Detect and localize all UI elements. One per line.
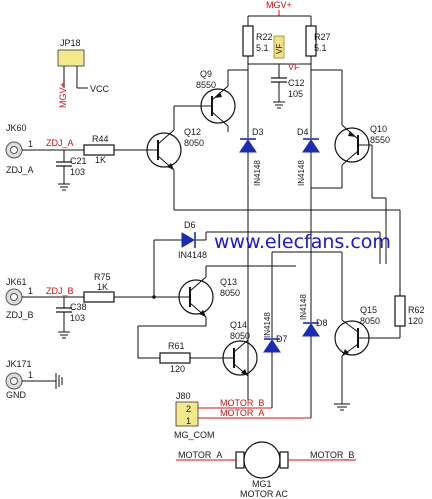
rail-label-mgv: MGV+: [266, 0, 292, 10]
zdj-b-net-label: ZDJ_B: [46, 286, 74, 296]
d3-value: IN4148: [253, 160, 262, 186]
diode-d3: D3 IN4148: [239, 70, 264, 272]
d8-value: IN4148: [299, 294, 308, 320]
jk61-ref: JK61: [6, 277, 27, 287]
j80-pin2: 2: [186, 404, 191, 414]
j80-name: MG_COM: [174, 430, 215, 440]
d7-value: IN4148: [263, 312, 272, 338]
d6-value: IN4148: [178, 250, 207, 260]
q9-ref: Q9: [200, 69, 212, 79]
r62-ref: R62: [408, 305, 425, 315]
r44-ref: R44: [92, 134, 109, 144]
cross-wiring: [174, 188, 401, 400]
motor-ref: MG1: [252, 479, 272, 489]
header-j80: J80 2 1 MG_COM MOTOR_B MOTOR_A: [174, 391, 312, 440]
transistor-q14: Q14 8050: [222, 320, 258, 400]
jk60-net: ZDJ_A: [6, 165, 34, 175]
j80-ref: J80: [176, 391, 191, 401]
jk171-ref: JK171: [6, 359, 32, 369]
r22-ref: R22: [256, 32, 273, 42]
q14-ref: Q14: [230, 320, 247, 330]
c12-ref: C12: [288, 78, 305, 88]
jk60-pin: 1: [28, 139, 33, 149]
transistor-q10: Q10 8550: [311, 69, 390, 198]
c21-ref: C21: [70, 156, 87, 166]
transistor-q13: Q13 8050: [137, 265, 296, 359]
j80-motor-b: MOTOR_B: [220, 398, 264, 408]
vf-net-label: VF: [288, 62, 300, 72]
q15-ref: Q15: [360, 305, 377, 315]
r44-value: 1K: [95, 155, 106, 165]
diode-d4: D4 IN4148: [297, 64, 320, 188]
d8-ref: D8: [316, 318, 328, 328]
c38-value: 103: [70, 313, 85, 323]
transistor-q12: Q12 8050: [146, 120, 204, 210]
resistor-r27: R27 5.1: [305, 25, 331, 57]
r75-ref: R75: [94, 272, 111, 282]
transistor-q15: Q15 8050: [272, 251, 401, 411]
vf-net: VF VF C12 105: [247, 35, 312, 109]
top-rail: MGV+: [247, 0, 312, 26]
jk61-pin: 1: [28, 286, 33, 296]
q15-value: 8050: [360, 316, 380, 326]
jp18-ref: JP18: [60, 38, 81, 48]
c12-value: 105: [288, 89, 303, 99]
vf-testpoint-label: VF: [275, 44, 284, 54]
q9-value: 8550: [196, 80, 216, 90]
vf-testpoint: [273, 35, 285, 59]
jk61-net: ZDJ_B: [6, 310, 34, 320]
connector-jk61: JK61 1 ZDJ_B: [5, 277, 84, 320]
motor-name: MOTOR AC: [240, 489, 288, 499]
q10-ref: Q10: [370, 124, 387, 134]
d7-ref: D7: [276, 334, 288, 344]
jp18-mgv: MGV+: [58, 82, 68, 108]
d6-ref: D6: [184, 220, 196, 230]
transistor-q9: Q9 8550: [173, 64, 249, 132]
c21-value: 103: [70, 167, 85, 177]
q13-ref: Q13: [220, 277, 237, 287]
q12-value: 8050: [184, 138, 204, 148]
resistor-r22: R22 5.1: [242, 25, 273, 57]
jk171-net: GND: [6, 390, 27, 400]
q14-value: 8050: [230, 331, 250, 341]
d4-ref: D4: [297, 127, 309, 137]
r75-value: 1K: [97, 282, 108, 292]
motor-mg1: MOTOR_A MOTOR_B MG1 MOTOR AC: [176, 441, 356, 499]
connector-jk60: JK60 1 ZDJ_A: [5, 123, 84, 175]
q10-value: 8550: [370, 135, 390, 145]
motor-right-net: MOTOR_B: [310, 450, 354, 460]
diode-d8: D8 IN4148: [299, 252, 328, 400]
diode-d7: D7 IN4148: [263, 252, 288, 400]
jk60-ref: JK60: [6, 123, 27, 133]
watermark-text: www.elecfans.com: [214, 231, 391, 253]
r61-value: 120: [170, 364, 185, 374]
zdj-a-net-label: ZDJ_A: [46, 138, 74, 148]
resistor-r61: R61 120: [159, 341, 224, 374]
r61-ref: R61: [168, 341, 185, 351]
j80-motor-a: MOTOR_A: [220, 408, 264, 418]
jumper-jp18: JP18 VCC MGV+: [57, 38, 110, 108]
zdj-a-input: ZDJ_A C21 103 R44 1K: [46, 134, 148, 191]
jk171-pin: 1: [28, 370, 33, 380]
zdj-b-input: ZDJ_B C38 103 R75 1K D6 IN4148: [46, 220, 207, 339]
motor-left-net: MOTOR_A: [178, 450, 222, 460]
q12-ref: Q12: [184, 127, 201, 137]
r62-value: 120: [408, 316, 423, 326]
j80-pin1: 1: [186, 416, 191, 426]
r22-value: 5.1: [256, 43, 269, 53]
jp18-vcc: VCC: [90, 84, 110, 94]
connector-jk171: JK171 1 GND: [5, 359, 63, 400]
r27-ref: R27: [314, 32, 331, 42]
d4-value: IN4148: [297, 160, 306, 186]
c38-ref: C38: [70, 302, 87, 312]
r27-value: 5.1: [314, 43, 327, 53]
resistor-r62: R62 120: [394, 295, 425, 327]
d3-ref: D3: [252, 127, 264, 137]
q13-value: 8050: [220, 288, 240, 298]
